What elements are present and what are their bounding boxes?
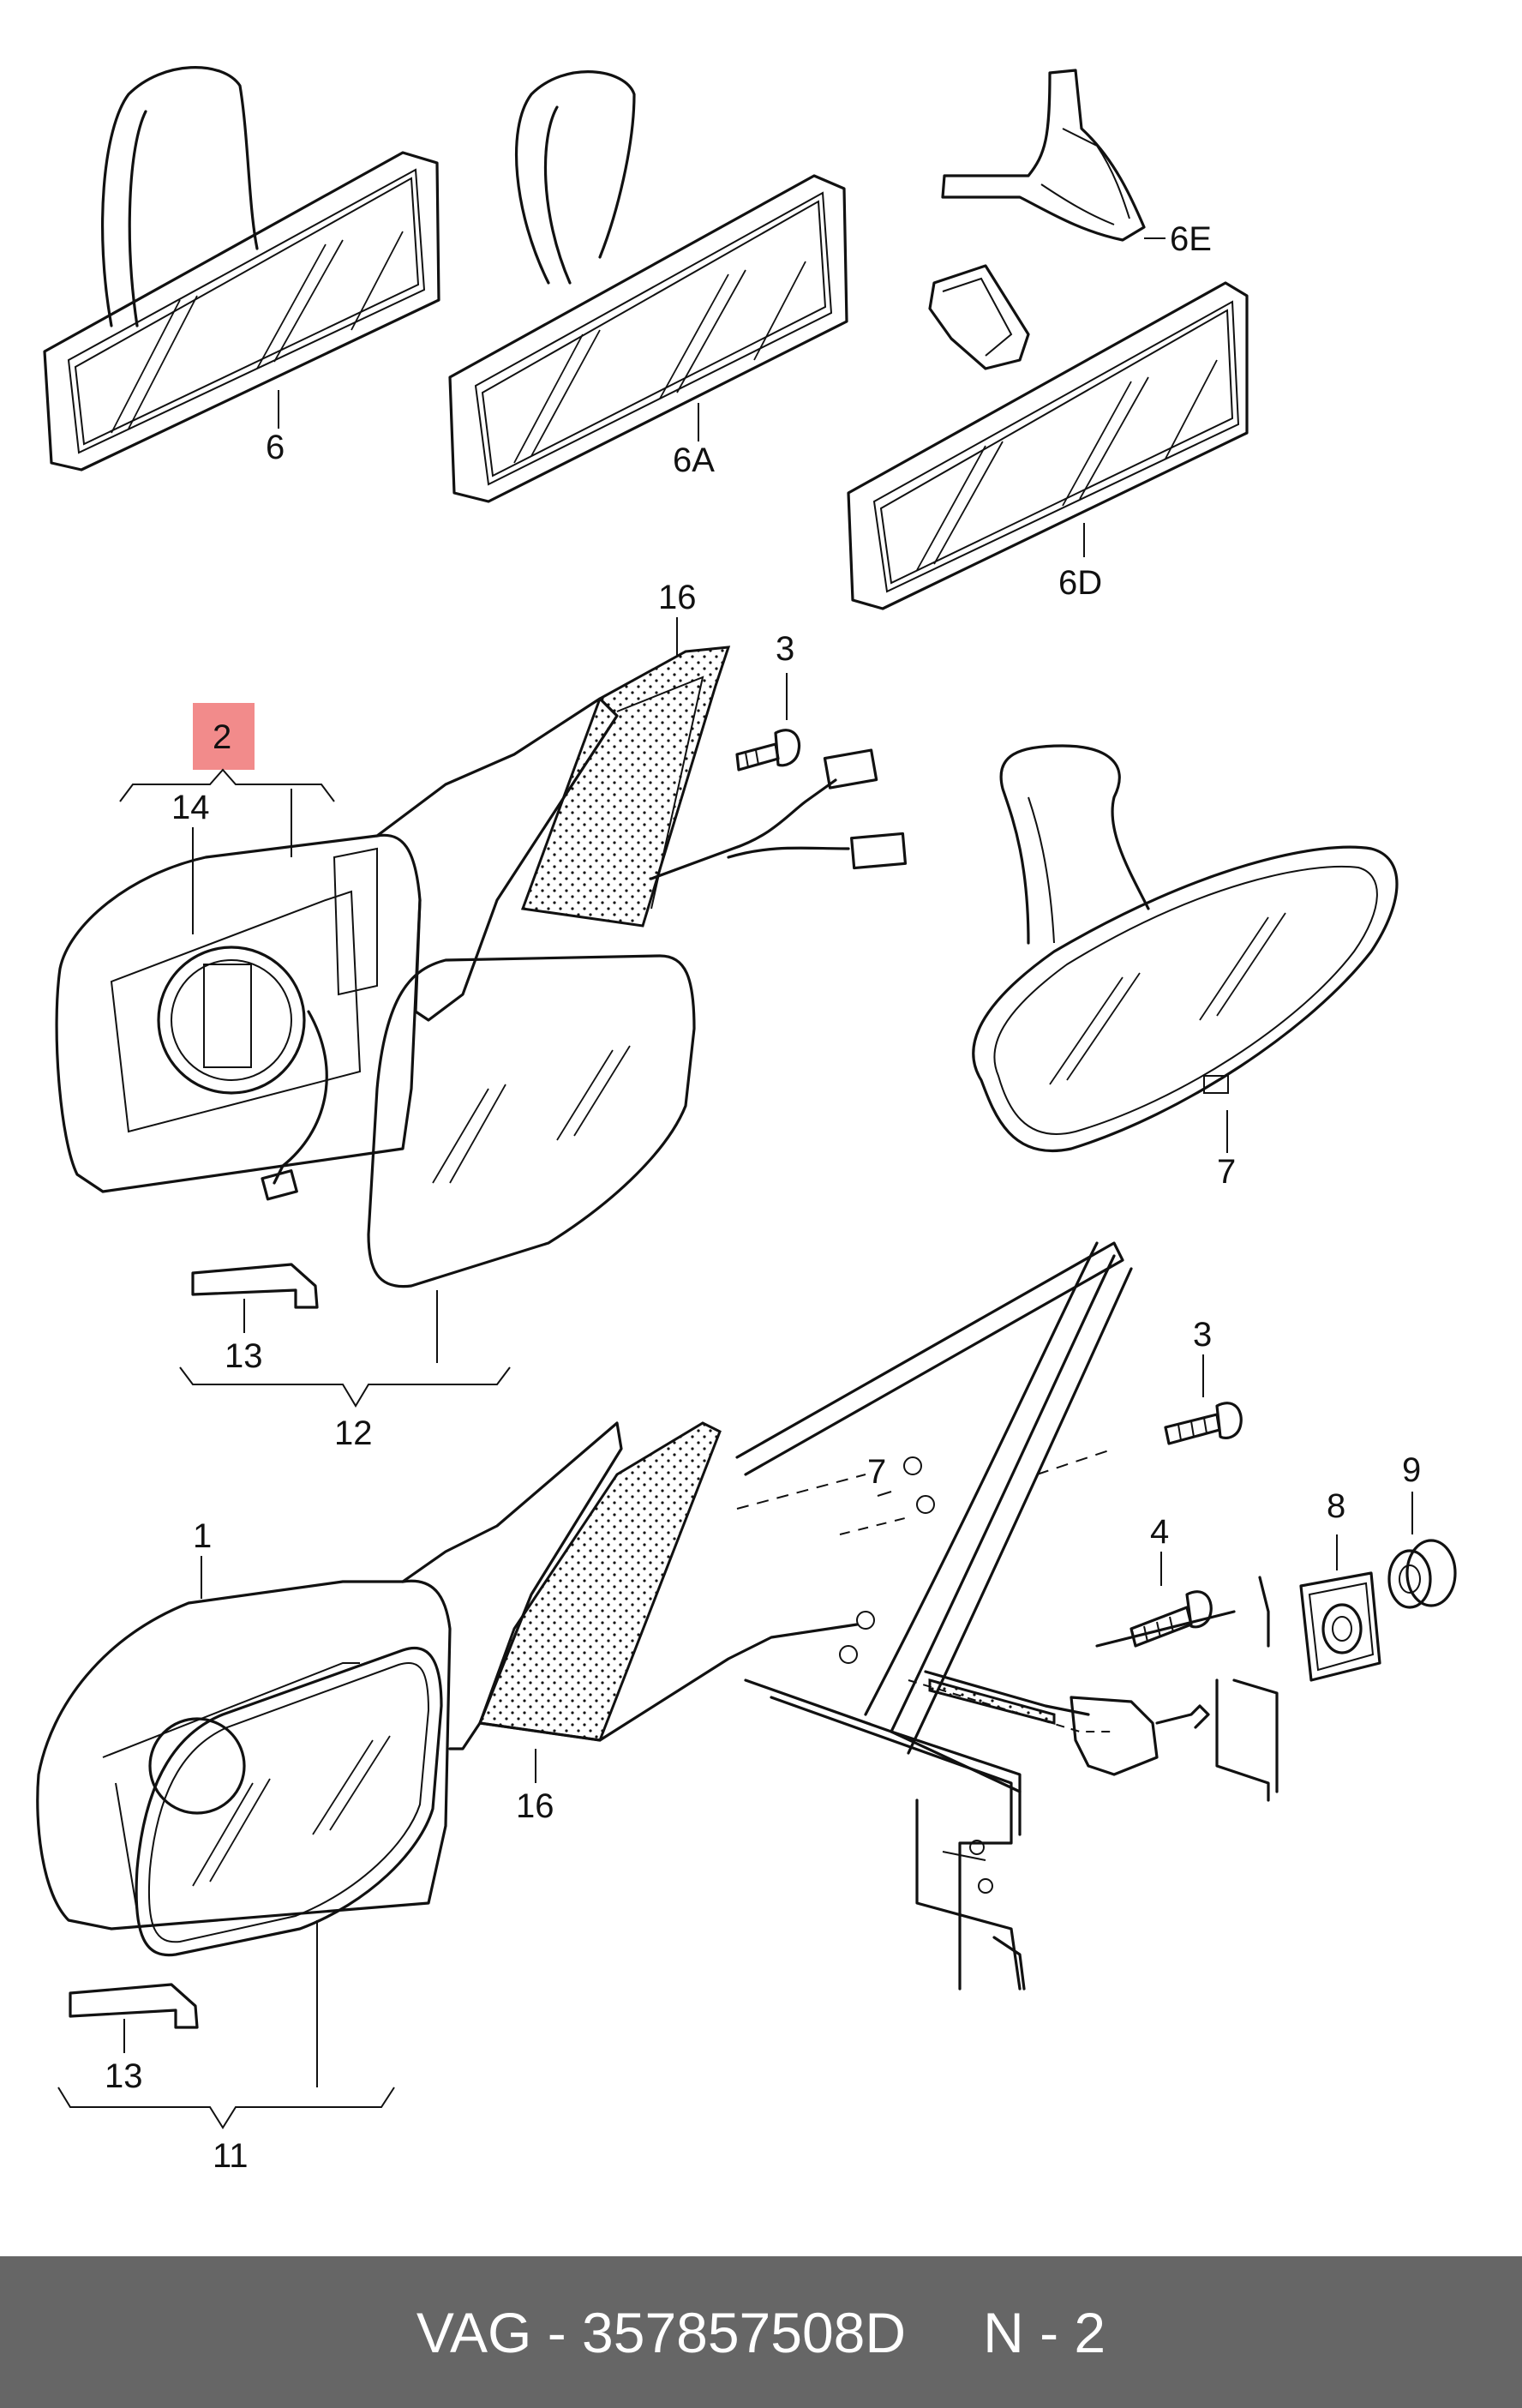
interior-mirror-6[interactable] [43,66,440,471]
footer-part-number: 357857508D [582,2300,907,2364]
callout-6: 6 [266,429,285,466]
mirror-glass-12[interactable] [367,954,696,1288]
interior-mirror-6a[interactable] [448,70,848,503]
callout-7: 7 [1217,1153,1236,1191]
callout-3-top: 3 [776,630,794,668]
callout-16-bottom: 16 [516,1787,554,1825]
callout-11: 11 [213,2137,249,2175]
callout-1: 1 [193,1517,212,1555]
callout-14: 14 [171,789,210,826]
screw-3-top[interactable] [735,729,801,772]
part-number-footer: VAG - 357857508D N - 2 [0,2256,1522,2408]
footer-separator: - [531,2300,583,2364]
mirror-housing-1[interactable] [36,1421,859,1931]
footer-brand: VAG [416,2300,532,2364]
wiring-harness[interactable] [650,748,908,880]
callout-8: 8 [1327,1487,1345,1525]
door-frame [735,1241,1133,1991]
callout-13-bottom: 13 [105,2057,143,2095]
mirror-glass-11[interactable] [135,1646,443,1957]
parts-diagram: 6 6A 6E 6D 16 [36,66,1457,2175]
callout-6a: 6A [673,441,715,479]
clip-13-bottom[interactable] [69,1983,199,2029]
mirror-housing-assembly-2[interactable] [55,697,619,1201]
callout-9: 9 [1402,1451,1421,1489]
callout-13-top: 13 [225,1337,263,1375]
interior-mirror-6d[interactable] [847,264,1249,610]
grommet-8[interactable] [1299,1571,1381,1682]
callout-2-highlight [193,703,255,770]
mirror-cover-6e[interactable] [941,69,1146,242]
interior-mirror-7[interactable] [972,744,1399,1152]
callout-6e: 6E [1170,220,1212,258]
footer-page: N - 2 [983,2300,1106,2364]
callout-4: 4 [1150,1513,1169,1551]
nut-9[interactable] [1387,1539,1457,1609]
door-connector[interactable] [924,1576,1279,1802]
callout-3-bottom: 3 [1193,1316,1212,1354]
callout-6d: 6D [1058,564,1102,602]
callout-2: 2 [213,718,231,756]
mirror-mount-trim-16-top[interactable] [520,646,731,928]
screw-4[interactable] [1130,1590,1213,1648]
clip-13-top[interactable] [191,1263,319,1309]
callout-16-top: 16 [658,579,697,616]
callout-12: 12 [334,1414,373,1452]
screw-3-bottom[interactable] [1164,1402,1243,1445]
callout-hole-7: 7 [867,1453,886,1491]
